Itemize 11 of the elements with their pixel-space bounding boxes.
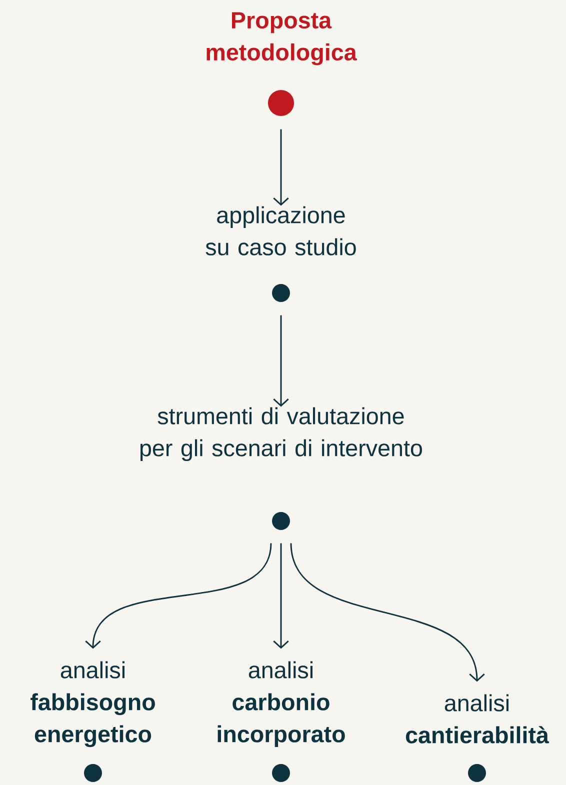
arrow: [273, 315, 289, 407]
node-label: analisi cantierabilità: [406, 694, 550, 744]
arrow: [290, 543, 485, 682]
node-label: analisi fabbisogno energetico: [30, 661, 155, 748]
node-label: analisi carbonio incorporato: [218, 661, 345, 748]
arrow: [273, 129, 289, 206]
node-label: strumenti di valutazione per gli scenari di intervento: [140, 407, 422, 462]
node-label: applicazione su caso studio: [206, 206, 356, 256]
arrow: [273, 543, 289, 649]
arrow: [85, 543, 272, 649]
node-label: Proposta metodologica: [206, 12, 357, 66]
